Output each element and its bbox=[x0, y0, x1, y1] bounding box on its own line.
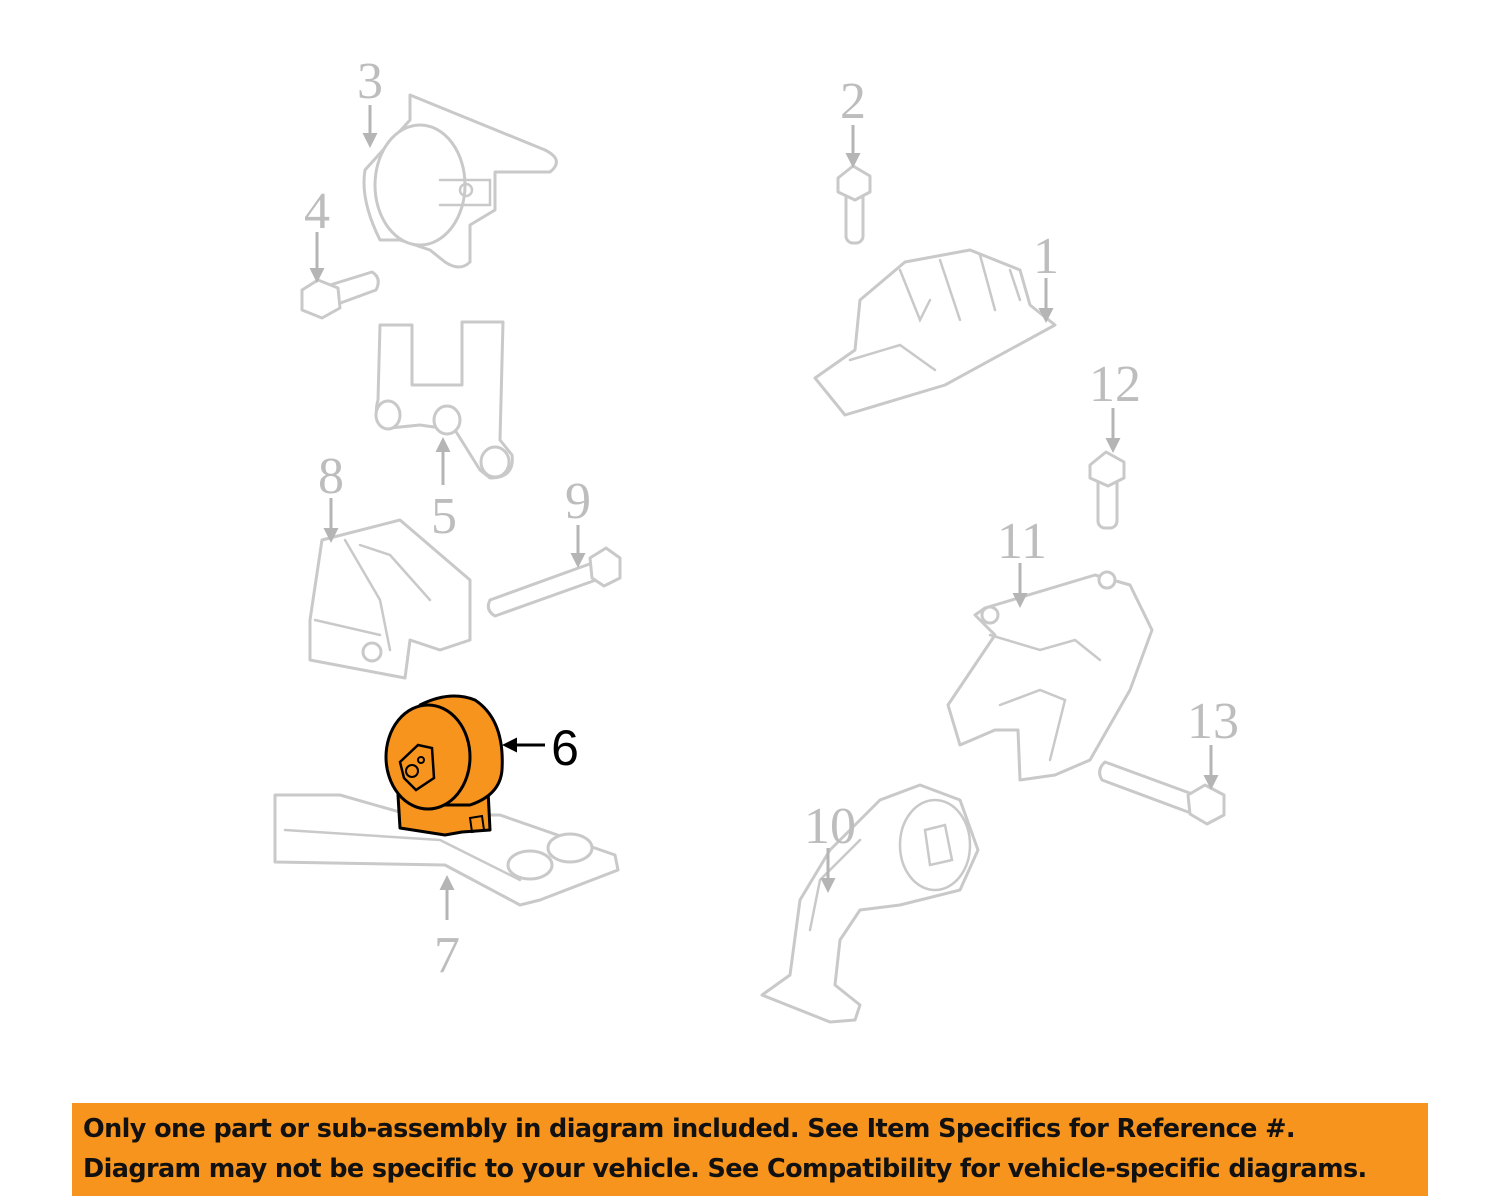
part-10-mount[interactable] bbox=[760, 783, 980, 1024]
part-11-bracket[interactable] bbox=[946, 570, 1154, 782]
part-13-bolt[interactable] bbox=[1098, 760, 1226, 826]
callout-7: 7 bbox=[434, 927, 460, 984]
part-3-mount[interactable] bbox=[362, 93, 558, 269]
disclaimer-banner: Only one part or sub-assembly in diagram… bbox=[72, 1103, 1428, 1196]
callout-arrows bbox=[309, 105, 1219, 920]
part-7-crossmember[interactable] bbox=[273, 793, 620, 907]
callout-12: 12 bbox=[1089, 356, 1141, 413]
part-9-bolt[interactable] bbox=[486, 546, 622, 618]
callout-3: 3 bbox=[357, 53, 383, 110]
callout-2: 2 bbox=[840, 73, 866, 130]
callout-6: 6 bbox=[551, 720, 579, 776]
part-12-bolt[interactable] bbox=[1088, 450, 1126, 530]
callout-11: 11 bbox=[997, 513, 1047, 570]
callout-9: 9 bbox=[565, 473, 591, 530]
callout-5: 5 bbox=[431, 488, 457, 545]
part-1-mount[interactable] bbox=[813, 248, 1057, 417]
callout-13: 13 bbox=[1187, 693, 1239, 750]
callout-4: 4 bbox=[304, 183, 330, 240]
callout-8: 8 bbox=[318, 448, 344, 505]
part-8-bracket[interactable] bbox=[308, 518, 472, 680]
disclaimer-line-1: Only one part or sub-assembly in diagram… bbox=[83, 1114, 1296, 1144]
callout-10: 10 bbox=[804, 798, 856, 855]
part-4-bolt[interactable] bbox=[300, 270, 380, 320]
part-5-bracket[interactable] bbox=[374, 320, 514, 480]
part-2-bolt[interactable] bbox=[836, 164, 872, 245]
parts-diagram: 3 2 4 1 12 8 5 9 11 6 13 10 7 bbox=[273, 53, 1239, 1024]
disclaimer-line-2: Diagram may not be specific to your vehi… bbox=[83, 1154, 1367, 1184]
part-6-transmission-mount[interactable] bbox=[384, 694, 504, 837]
callout-1: 1 bbox=[1033, 228, 1059, 285]
